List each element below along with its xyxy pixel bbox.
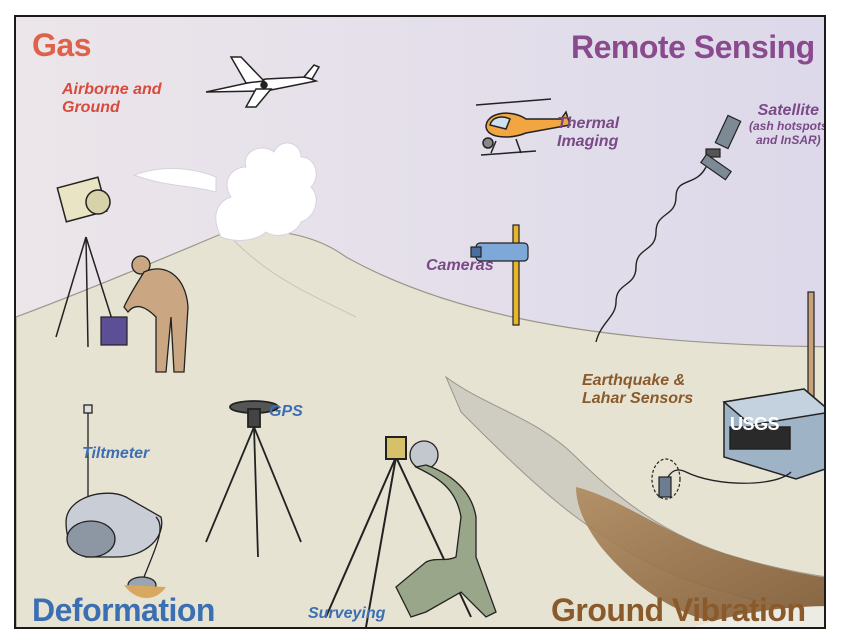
- satellite-signal: [595, 166, 707, 343]
- label-airborne-line1: Airborne and: [62, 81, 162, 98]
- label-satellite-sub2: and InSAR): [756, 133, 821, 148]
- label-satellite-sub1: (ash hotspots: [749, 119, 826, 134]
- label-airborne-line2: Ground: [62, 99, 120, 117]
- label-cameras: Cameras: [426, 257, 494, 274]
- scientist-gas: [123, 255, 189, 373]
- category-deformation: Deformation: [32, 592, 215, 628]
- lahar-sensor: [651, 458, 681, 500]
- label-airborne: Airborne and Ground: [62, 81, 162, 118]
- usgs-logo-text: USGS: [730, 414, 780, 434]
- lower-valley: [693, 606, 824, 627]
- label-earthquake-lahar: Earthquake & Lahar Sensors: [582, 372, 693, 409]
- lahar-mudflow: [576, 487, 824, 627]
- volcano-monitoring-illustration: [16, 17, 824, 627]
- label-gps: GPS: [269, 403, 303, 420]
- camera-post: [470, 224, 529, 326]
- helicopter-icon: [475, 98, 571, 156]
- category-gas: Gas: [32, 27, 91, 63]
- usgs-station-box: [722, 388, 824, 480]
- surveyor-tripod: [325, 436, 472, 627]
- diagram-frame: Gas Remote Sensing Deformation Ground Vi…: [14, 15, 826, 629]
- label-thermal-line1: Thermal: [557, 115, 620, 132]
- label-earthquake-line2: Lahar Sensors: [582, 390, 694, 408]
- label-tiltmeter: Tiltmeter: [82, 445, 150, 462]
- gps-tripod: [205, 400, 302, 558]
- sensor-cable: [667, 469, 792, 484]
- category-ground-vibration: Ground Vibration: [551, 592, 806, 628]
- label-satellite-title: Satellite: [757, 102, 820, 119]
- battery-box: [100, 316, 128, 346]
- label-earthquake-line1: Earthquake &: [582, 372, 686, 389]
- label-thermal-imaging: Thermal Imaging: [557, 115, 619, 152]
- category-remote-sensing: Remote Sensing: [571, 29, 815, 65]
- surveyor-person: [395, 440, 497, 618]
- label-satellite: Satellite (ash hotspots and InSAR): [749, 102, 826, 148]
- tiltmeter-device: [65, 404, 166, 599]
- label-thermal-line2: Imaging: [557, 133, 619, 151]
- satellite-icon: [700, 114, 742, 181]
- airplane-icon: [205, 56, 321, 108]
- slope-ridge: [225, 231, 357, 318]
- label-surveying: Surveying: [308, 605, 386, 622]
- gas-spectrometer-tripod: [55, 176, 117, 348]
- lahar-channel: [444, 375, 824, 615]
- gas-plume: [132, 142, 317, 241]
